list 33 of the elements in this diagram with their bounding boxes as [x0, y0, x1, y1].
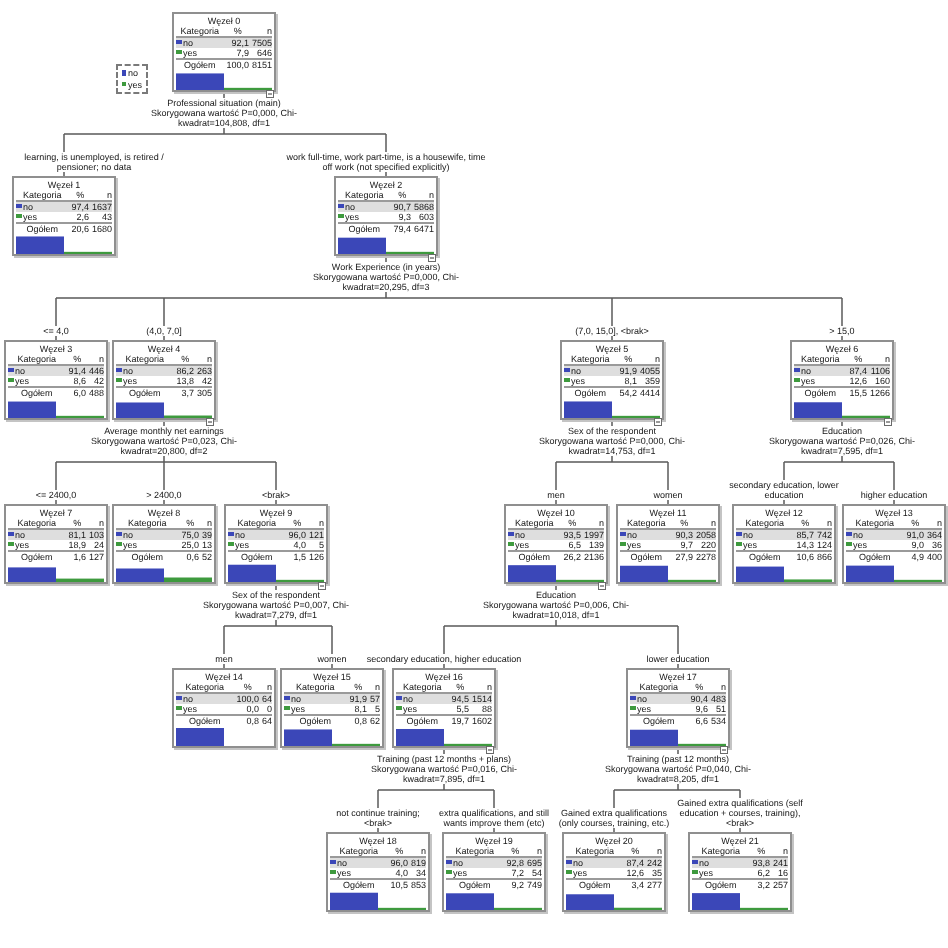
tree-node-box	[626, 668, 730, 748]
tree-node-box	[172, 12, 276, 92]
tree-node-box	[4, 340, 108, 420]
connector-line	[55, 297, 57, 341]
tree-node-box	[842, 504, 946, 584]
tree-node-box	[688, 832, 792, 912]
tree-node-box	[326, 832, 430, 912]
connector-line	[163, 297, 165, 341]
tree-node-box	[442, 832, 546, 912]
tree-node-box	[560, 340, 664, 420]
tree-node-box	[392, 668, 496, 748]
tree-node-box	[112, 340, 216, 420]
tree-node-box	[732, 504, 836, 584]
connector-line	[443, 583, 679, 627]
connector-line	[63, 91, 387, 135]
connector-line	[223, 625, 225, 669]
tree-node-box	[562, 832, 666, 912]
connector-line	[331, 625, 333, 669]
connector-line	[555, 461, 557, 505]
tree-node-box	[12, 176, 116, 256]
tree-node-box	[790, 340, 894, 420]
connector-line	[55, 255, 843, 299]
tree-node-box	[224, 504, 328, 584]
tree-node-box	[172, 668, 276, 748]
tree-node-box	[334, 176, 438, 256]
tree-node-box	[280, 668, 384, 748]
tree-node-box	[4, 504, 108, 584]
tree-node-box	[504, 504, 608, 584]
tree-node-box	[616, 504, 720, 584]
connector-line	[275, 461, 277, 505]
connector-line	[55, 419, 277, 463]
connector-line	[667, 461, 669, 505]
tree-node-box	[112, 504, 216, 584]
